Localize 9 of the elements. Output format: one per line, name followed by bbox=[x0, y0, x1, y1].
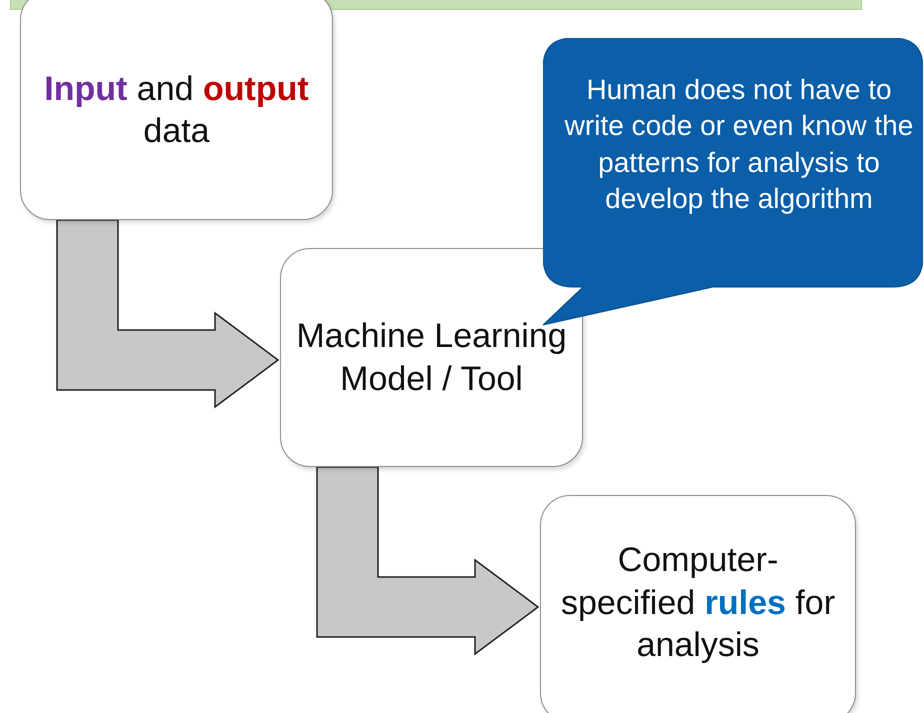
bent-arrow bbox=[316, 466, 540, 656]
node-text: Human does not have to write code or even know the patterns for analysis to develop the algorithm bbox=[564, 73, 914, 216]
node-text: Computer-specified rules for analysis bbox=[560, 540, 836, 666]
bent-arrow bbox=[56, 219, 280, 408]
node-text: Input and output data bbox=[43, 68, 310, 152]
process-box bbox=[20, 0, 333, 220]
node-text: Machine Learning Model / Tool bbox=[295, 316, 568, 400]
process-box bbox=[280, 248, 583, 467]
process-box bbox=[540, 495, 856, 713]
